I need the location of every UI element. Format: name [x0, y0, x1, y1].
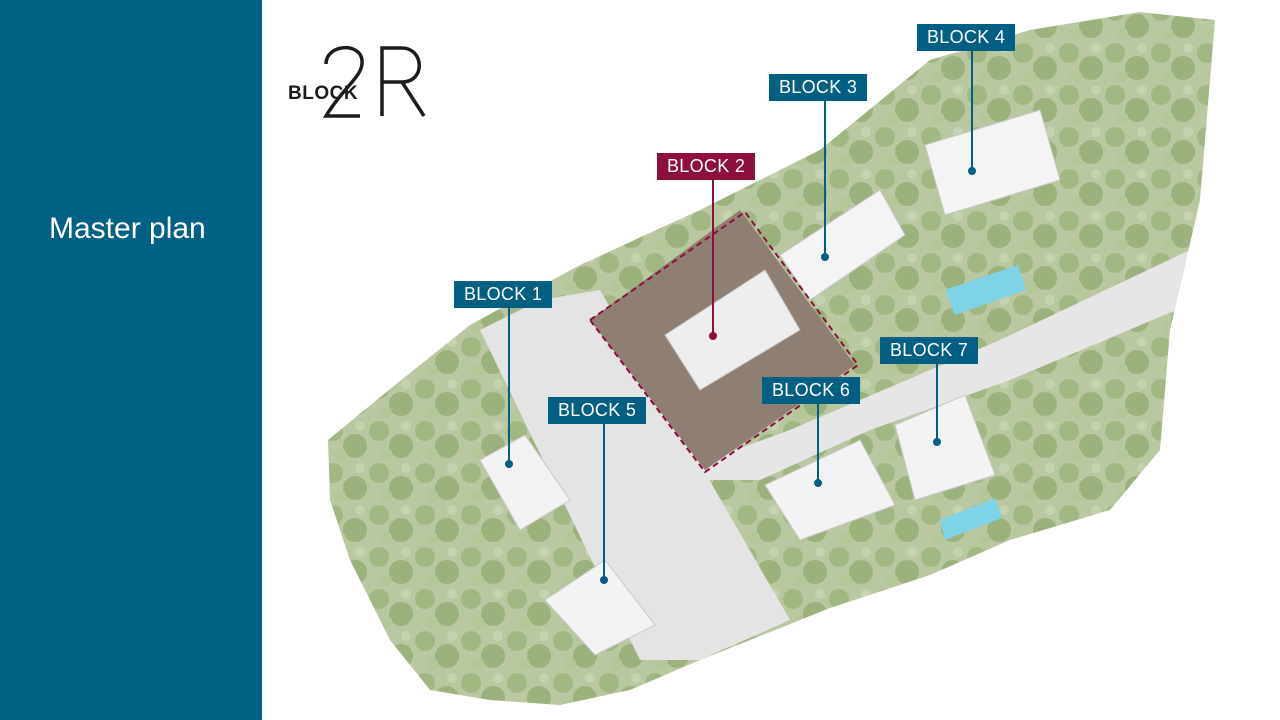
site-plan: [328, 12, 1215, 705]
block-5-pin-dot: [600, 576, 608, 584]
site-master-plan-map: [328, 12, 1215, 705]
block-2-label[interactable]: BLOCK 2: [657, 153, 756, 180]
building-block-1: [479, 434, 571, 531]
logo-mark-icon: [322, 45, 426, 118]
pool-lower: [940, 498, 1002, 540]
building-block-7: [894, 394, 996, 501]
block-4-pin-line: [971, 51, 973, 171]
page-title: Master plan: [49, 212, 206, 245]
block-7-pin-line: [936, 364, 938, 442]
block-3-label[interactable]: BLOCK 3: [769, 74, 868, 101]
building-block-6: [764, 439, 896, 541]
block-7-label[interactable]: BLOCK 7: [880, 337, 979, 364]
block-1-pin-dot: [505, 460, 513, 468]
block-6-pin-dot: [814, 479, 822, 487]
block-2-pin-dot: [709, 332, 717, 340]
building-block-4: [924, 109, 1061, 216]
building-block-2: [664, 269, 801, 391]
building-block-5: [544, 559, 656, 656]
block-2r-logo: BLOCK: [286, 40, 436, 122]
block-6-label[interactable]: BLOCK 6: [762, 377, 861, 404]
block-1-label[interactable]: BLOCK 1: [454, 281, 553, 308]
block-2-pin-line: [712, 180, 714, 336]
block-4-pin-dot: [968, 167, 976, 175]
main-road: [480, 290, 790, 660]
side-road: [680, 250, 1200, 480]
block-5-pin-line: [603, 424, 605, 580]
block-3-pin-dot: [821, 253, 829, 261]
block-2-selection-outline: [588, 210, 860, 474]
block-7-pin-dot: [933, 438, 941, 446]
block-1-pin-line: [508, 308, 510, 464]
pool-upper: [945, 265, 1026, 315]
block-3-pin-line: [824, 101, 826, 257]
block-4-label[interactable]: BLOCK 4: [917, 24, 1016, 51]
block-6-pin-line: [817, 404, 819, 483]
block-5-label[interactable]: BLOCK 5: [548, 397, 647, 424]
sidebar: Master plan: [0, 0, 262, 720]
